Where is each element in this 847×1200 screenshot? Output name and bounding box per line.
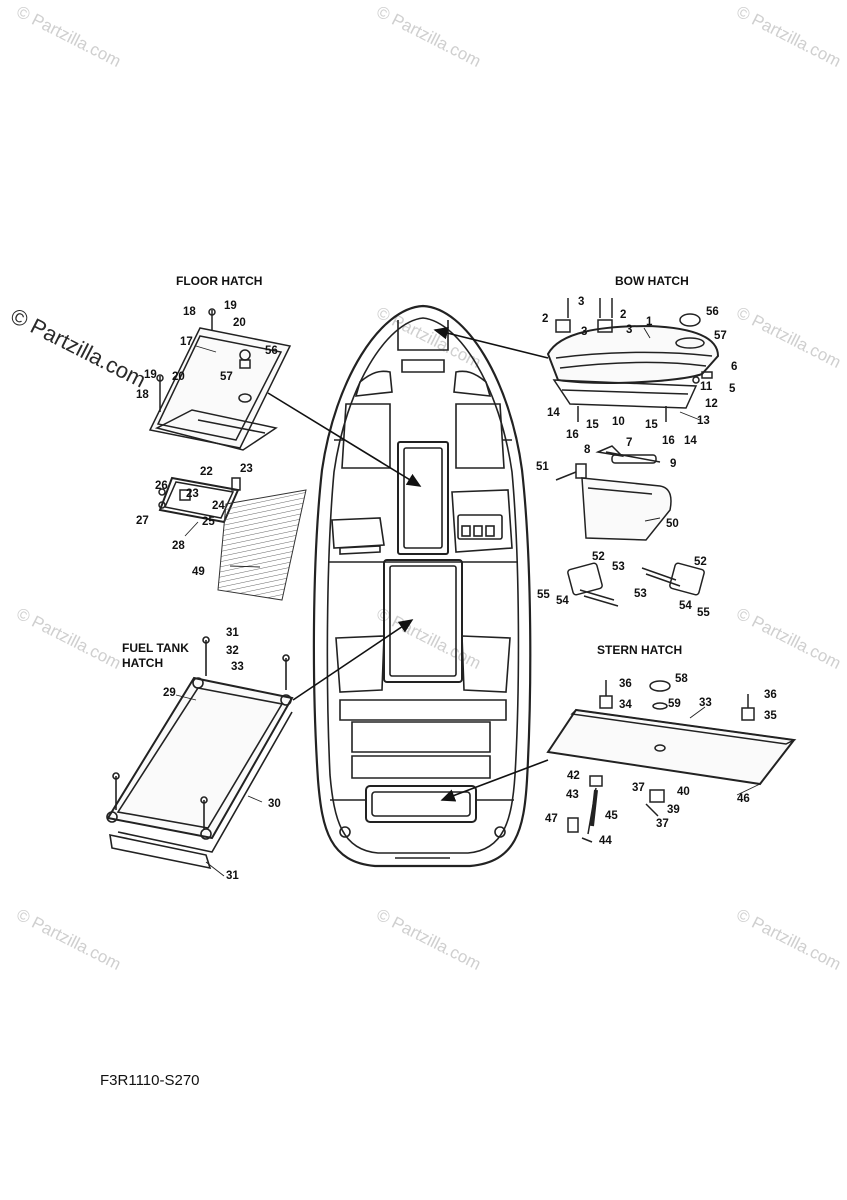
- callout-40: 37: [656, 818, 669, 830]
- callout-55: 55: [697, 607, 710, 619]
- callout-19: 19: [144, 369, 157, 381]
- callout-11: 11: [700, 381, 713, 393]
- callout-58: 58: [675, 673, 688, 685]
- callout-42: 40: [677, 786, 690, 798]
- bow-hatch-drawing: [546, 298, 720, 607]
- floor-hatch-mesh: [217, 489, 307, 601]
- callout-24: 24: [212, 500, 225, 512]
- callout-18: 18: [183, 306, 196, 318]
- callout-37: 36: [764, 689, 777, 701]
- callout-49: 49: [192, 566, 205, 578]
- callout-34: 33: [231, 661, 244, 673]
- callout-47: 46: [737, 793, 750, 805]
- callout-46: 45: [605, 810, 618, 822]
- callout-2: 2: [542, 313, 549, 325]
- callout-25: 25: [202, 516, 215, 528]
- floor-hatch-title: FLOOR HATCH: [176, 274, 263, 288]
- callout-50: 50: [666, 518, 679, 530]
- callout-20: 20: [172, 371, 185, 383]
- callout-44: 43: [566, 789, 579, 801]
- callout-3: 3: [578, 296, 585, 308]
- stern-hatch-title: STERN HATCH: [597, 643, 683, 657]
- callout-5: 5: [729, 383, 736, 395]
- callout-59: 59: [668, 698, 681, 710]
- callout-15: 15: [645, 419, 658, 431]
- callout-53: 53: [612, 561, 625, 573]
- callout-9: 9: [670, 458, 677, 470]
- callout-41: 39: [667, 804, 680, 816]
- callout-10: 10: [612, 416, 625, 428]
- callout-2: 2: [620, 309, 627, 321]
- callout-3: 3: [626, 324, 633, 336]
- callout-36: 35: [764, 710, 777, 722]
- callout-14: 14: [547, 407, 560, 419]
- callout-3: 3: [581, 326, 588, 338]
- callout-16: 16: [566, 429, 579, 441]
- callout-1: 1: [646, 316, 653, 328]
- callout-57: 57: [714, 330, 727, 342]
- leader-lines: [175, 327, 761, 877]
- callout-23: 23: [240, 463, 253, 475]
- callout-19: 19: [224, 300, 237, 312]
- callout-56: 56: [265, 345, 278, 357]
- callout-33: 32: [226, 645, 239, 657]
- callout-22: 22: [200, 466, 213, 478]
- callout-8: 8: [584, 444, 591, 456]
- callout-43: 42: [567, 770, 580, 782]
- callout-39: 37: [632, 782, 645, 794]
- callout-45: 44: [599, 835, 612, 847]
- callout-31: 31: [226, 870, 239, 882]
- callout-28: 28: [172, 540, 185, 552]
- stern-hatch-drawing: [546, 680, 797, 843]
- fuel-tank-hatch-title-line1: FUEL TANK: [122, 641, 189, 655]
- callout-13: 13: [697, 415, 710, 427]
- callout-18: 18: [136, 389, 149, 401]
- callout-53: 53: [634, 588, 647, 600]
- callout-35: 33: [699, 697, 712, 709]
- callout-17: 17: [180, 336, 193, 348]
- callout-6: 6: [731, 361, 738, 373]
- floor-hatch-drawing: [148, 308, 292, 524]
- callout-54: 54: [556, 595, 569, 607]
- callout-12: 12: [705, 398, 718, 410]
- boat-hull: [312, 304, 532, 868]
- callout-36: 34: [619, 699, 632, 711]
- callout-57: 57: [220, 371, 233, 383]
- callout-16: 16: [662, 435, 675, 447]
- callout-48: 47: [545, 813, 558, 825]
- callout-14: 14: [684, 435, 697, 447]
- callout-7: 7: [626, 437, 633, 449]
- callout-20: 20: [233, 317, 246, 329]
- callout-30: 30: [268, 798, 281, 810]
- assembly-arrows: [267, 326, 549, 802]
- diagram-code: F3R1110-S270: [100, 1072, 200, 1089]
- callout-15: 15: [586, 419, 599, 431]
- callout-55: 55: [537, 589, 550, 601]
- callout-37: 36: [619, 678, 632, 690]
- fuel-tank-hatch-title-line2: HATCH: [122, 656, 164, 670]
- callout-26: 26: [155, 480, 168, 492]
- callout-52: 52: [694, 556, 707, 568]
- callout-27: 27: [136, 515, 149, 527]
- callout-29: 29: [163, 687, 176, 699]
- callout-52: 52: [592, 551, 605, 563]
- callout-51: 51: [536, 461, 549, 473]
- fuel-tank-hatch-drawing: [106, 636, 294, 870]
- callout-32: 31: [226, 627, 239, 639]
- callout-56: 56: [706, 306, 719, 318]
- bow-hatch-title: BOW HATCH: [615, 274, 689, 288]
- callout-54: 54: [679, 600, 692, 612]
- callout-23: 23: [186, 488, 199, 500]
